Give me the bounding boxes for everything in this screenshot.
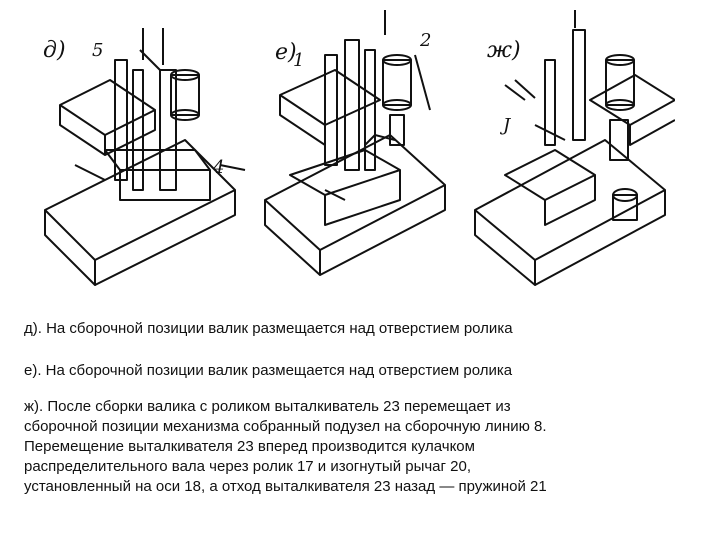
panel-label-e: е) <box>275 40 297 65</box>
caption-e: е). На сборочной позиции валик размещает… <box>24 362 513 379</box>
caption-zh-line: сборочной позиции механизма собранный по… <box>24 418 547 435</box>
part-number-5: 5 <box>92 40 104 61</box>
mechanism-drawing <box>44 10 675 286</box>
panel-label-d: д) <box>43 38 66 63</box>
panel-zh-drawing <box>474 10 675 286</box>
part-number-1: 1 <box>293 50 305 71</box>
caption-zh-line: Перемещение выталкивателя 23 вперед прои… <box>24 438 475 455</box>
caption-zh-line: установленный на оси 18, а отход выталки… <box>24 478 547 495</box>
caption-zh-line: распределительного вала через ролик 17 и… <box>24 458 472 475</box>
panel-d-drawing <box>44 28 246 286</box>
caption-zh: ж). После сборки валика с роликом выталк… <box>24 397 674 497</box>
part-number-2: 2 <box>420 30 432 51</box>
panel-label-zh: ж) <box>487 38 521 63</box>
part-number-4: 4 <box>213 157 225 178</box>
caption-d: д). На сборочной позиции валик размещает… <box>24 320 513 337</box>
mechanism-figure: д) е) ж) 5 4 1 2 J <box>35 0 675 292</box>
panel-e-drawing <box>264 10 446 276</box>
caption-zh-line: ж). После сборки валика с роликом выталк… <box>24 398 511 415</box>
part-number-j: J <box>503 115 511 136</box>
